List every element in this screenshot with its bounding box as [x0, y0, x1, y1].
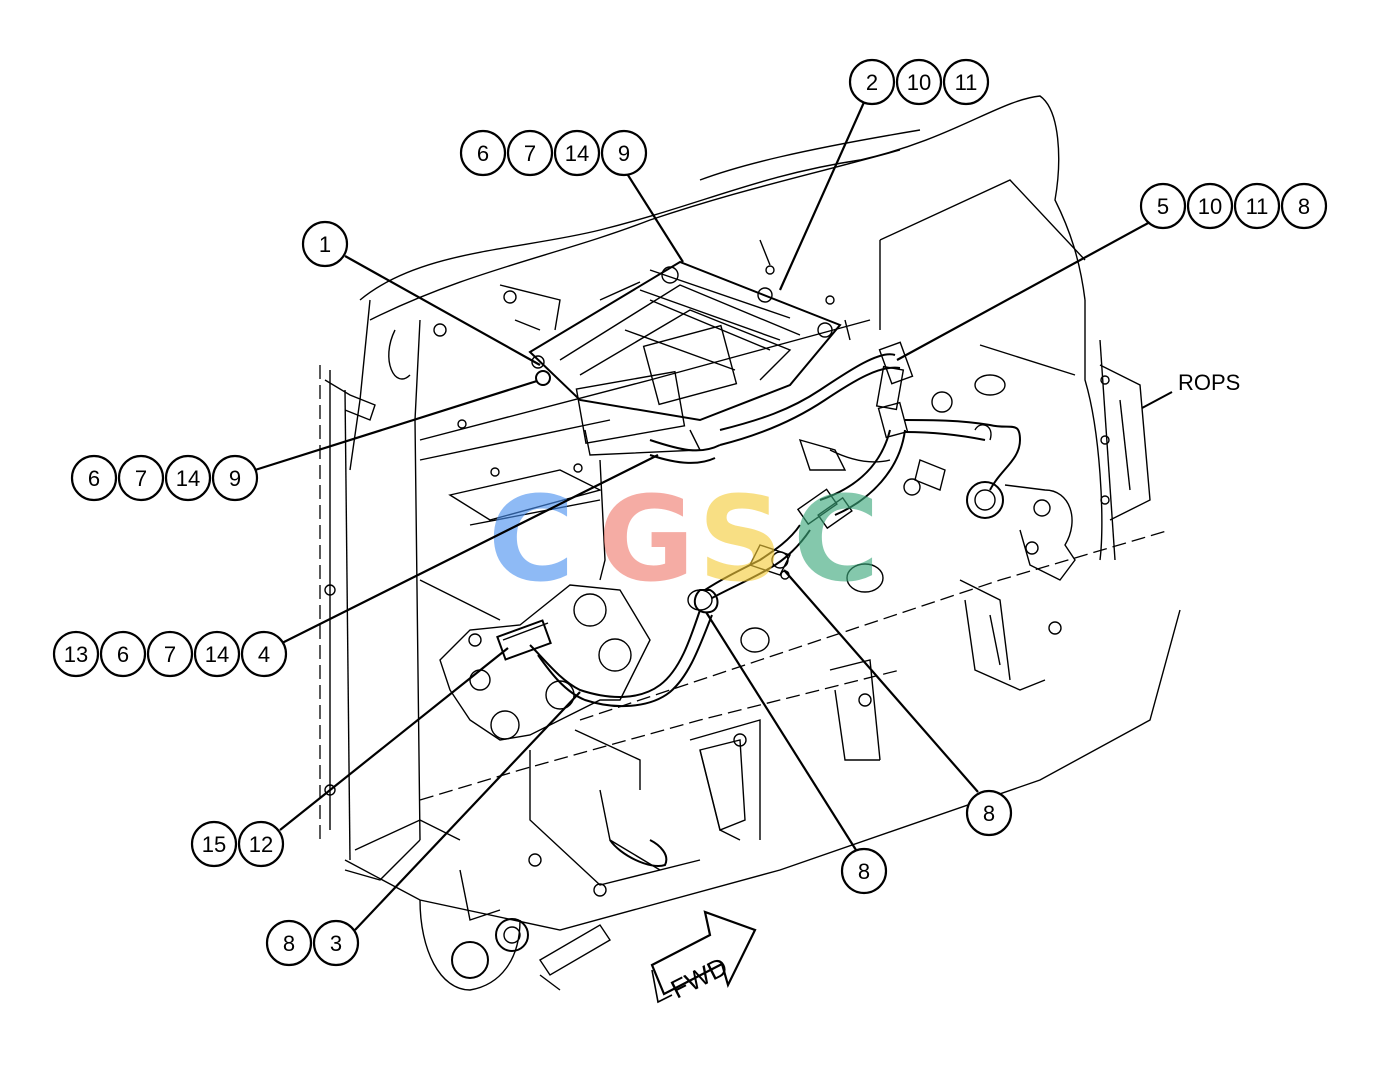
leader-12: [279, 647, 509, 831]
watermark-letter-1: C: [488, 470, 575, 608]
callout-10: 10: [1186, 182, 1234, 230]
callout-group-bottom-right: 8: [965, 789, 1013, 837]
callout-5: 5: [1139, 182, 1187, 230]
callout-13: 13: [52, 630, 100, 678]
callout-9: 9: [600, 129, 648, 177]
callout-number: 10: [907, 70, 931, 95]
callout-group-top-center: 6 7 14 9: [459, 129, 648, 177]
leader-9-top: [625, 171, 684, 263]
callout-7: 7: [506, 129, 554, 177]
callout-number: 14: [205, 642, 229, 667]
watermark-letter-4: C: [793, 470, 880, 608]
callout-number: 4: [258, 642, 270, 667]
callout-8: 8: [840, 847, 888, 895]
callout-number: 7: [135, 466, 147, 491]
leader-2: [778, 99, 867, 291]
callout-14: 14: [553, 129, 601, 177]
callout-number: 5: [1157, 194, 1169, 219]
callout-3: 3: [312, 919, 360, 967]
callout-2: 2: [848, 58, 896, 106]
watermark-letter-3: S: [698, 470, 783, 608]
callout-number: 9: [229, 466, 241, 491]
callout-number: 10: [1198, 194, 1222, 219]
leader-1: [344, 255, 541, 366]
callout-8: 8: [1280, 182, 1328, 230]
callout-12: 12: [237, 820, 285, 868]
callout-number: 13: [64, 642, 88, 667]
leader-8-center: [705, 611, 857, 851]
callout-number: 8: [283, 931, 295, 956]
callout-11: 11: [1233, 182, 1281, 230]
leader-4: [281, 454, 659, 644]
callout-number: 8: [1298, 194, 1310, 219]
leader-lines: [254, 99, 1151, 931]
callout-number: 11: [955, 70, 978, 95]
callout-1: 1: [301, 220, 349, 268]
callout-number: 8: [858, 859, 870, 884]
watermark-logo: C G S C: [488, 470, 880, 608]
callout-number: 7: [524, 141, 536, 166]
callout-6: 6: [99, 630, 147, 678]
callout-number: 9: [618, 141, 630, 166]
callout-group-left-lower: 13 6 7 14 4: [52, 630, 288, 678]
callout-group-left-mid: 6 7 14 9: [70, 454, 259, 502]
callout-group-top-right-A: 2 10 11: [848, 58, 990, 106]
callout-4: 4: [240, 630, 288, 678]
watermark-letter-2: G: [598, 470, 695, 608]
callout-8: 8: [965, 789, 1013, 837]
callout-number: 2: [866, 70, 878, 95]
callout-number: 14: [565, 141, 589, 166]
callout-number: 8: [983, 801, 995, 826]
callout-number: 15: [202, 832, 226, 857]
callout-number: 6: [477, 141, 489, 166]
callout-number: 6: [117, 642, 129, 667]
callout-number: 11: [1246, 194, 1269, 219]
leader-8-right: [783, 569, 979, 793]
callout-14: 14: [193, 630, 241, 678]
callout-8: 8: [265, 919, 313, 967]
callout-number: 14: [176, 466, 200, 491]
callout-number: 7: [164, 642, 176, 667]
callout-7: 7: [146, 630, 194, 678]
leader-3: [354, 691, 581, 931]
rops-label: ROPS: [1178, 370, 1240, 395]
callout-9: 9: [211, 454, 259, 502]
callout-6: 6: [459, 129, 507, 177]
callout-group-bottom-center: 8: [840, 847, 888, 895]
machine-linework: [319, 95, 1181, 991]
callout-number: 6: [88, 466, 100, 491]
callout-number: 3: [330, 931, 342, 956]
leader-5: [896, 221, 1151, 361]
callout-11: 11: [942, 58, 990, 106]
callout-number: 1: [319, 232, 331, 257]
callout-number: 12: [249, 832, 273, 857]
leader-9-left: [254, 379, 538, 472]
callout-10: 10: [895, 58, 943, 106]
callout-14: 14: [164, 454, 212, 502]
fwd-arrow: FWD: [650, 910, 757, 1005]
callout-6: 6: [70, 454, 118, 502]
callout-7: 7: [117, 454, 165, 502]
callout-group-right-mid: 5 10 11 8: [1139, 182, 1328, 230]
callout-15: 15: [190, 820, 238, 868]
callout-group-left-upper-single: 1: [301, 220, 349, 268]
